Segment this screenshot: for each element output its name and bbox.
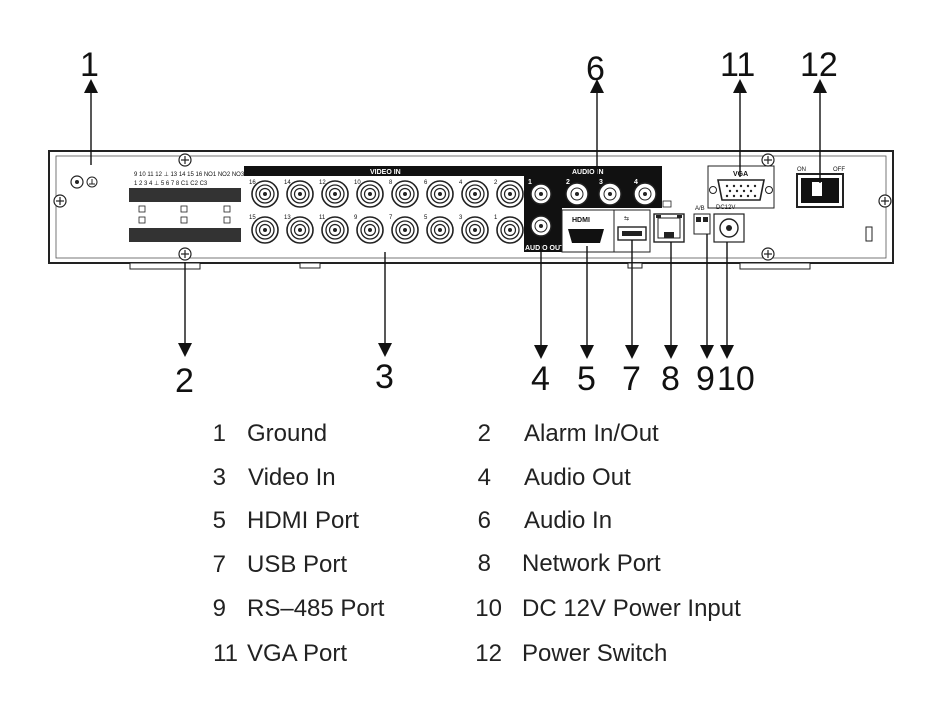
audio-in-num-4: 4 (634, 179, 638, 186)
callout-10: 10 (717, 360, 755, 398)
video-top-num-8: 2 (494, 180, 498, 186)
network-port (653, 200, 685, 243)
audio-in-label: AUDIO IN (572, 169, 604, 176)
legend-num-3: 3 (212, 464, 226, 491)
legend-num-2: 2 (477, 420, 491, 447)
legend-label-10: DC 12V Power Input (522, 595, 741, 622)
legend-label-9: RS–485 Port (247, 595, 385, 622)
callout-8: 8 (661, 360, 680, 398)
audio-in-num-1: 1 (528, 179, 532, 186)
legend-num-10: 10 (475, 595, 502, 622)
video-in-section: VIDEO IN 16 15 14 13 12 11 10 9 8 7 6 5 4 3 2 1 (244, 166, 524, 244)
alarm-top-labels: 9 10 11 12 ⊥ 13 14 15 16 NO1 NO2 NO3 (134, 171, 245, 178)
audio-section: AUDIO IN AUDIO OUT 1 2 3 4 (524, 166, 662, 252)
audio-in-jack-2 (598, 182, 622, 206)
alarm-terminal-block: 9 10 11 12 ⊥ 13 14 15 16 NO1 NO2 NO3 1 2… (129, 171, 245, 242)
legend-label-5: HDMI Port (247, 507, 360, 534)
video-bottom-num-2: 13 (284, 215, 291, 221)
audio-in-jack-1 (565, 182, 589, 206)
video-top-num-3: 12 (319, 180, 326, 186)
video-bottom-num-6: 5 (424, 215, 428, 221)
legend-num-12: 12 (475, 640, 502, 667)
callout-numbers: 1 2 3 4 5 6 7 8 9 10 11 12 (80, 46, 838, 400)
audio-in-jack-3 (633, 182, 657, 206)
legend-num-4: 4 (477, 464, 491, 491)
video-top-num-1: 16 (249, 180, 256, 186)
hdmi-label: HDMI (572, 217, 590, 224)
callout-7: 7 (622, 360, 641, 398)
legend-num-9: 9 (212, 595, 226, 622)
video-bottom-num-7: 3 (459, 215, 463, 221)
video-top-num-4: 10 (354, 180, 361, 186)
audio-in-num-2: 2 (566, 179, 570, 186)
legend-num-11: 11 (213, 640, 238, 667)
audio-out-label: AUDIO OUT (525, 245, 565, 252)
on-label: ON (797, 167, 806, 173)
video-in-numbers: 16 15 14 13 12 11 10 9 8 7 6 5 4 3 2 1 (249, 180, 498, 221)
rs485-port: A/B (693, 206, 711, 235)
video-bottom-num-4: 9 (354, 215, 358, 221)
legend-num-5: 5 (212, 507, 226, 534)
callout-4: 4 (531, 360, 550, 398)
legend-num-7: 7 (212, 551, 226, 578)
legend-label-6: Audio In (524, 507, 613, 534)
audio-out-jack-1 (530, 183, 552, 205)
video-top-num-2: 14 (284, 180, 291, 186)
callout-3: 3 (375, 358, 394, 396)
svg-text:⇆: ⇆ (624, 215, 629, 222)
audio-out-jack-2 (530, 215, 552, 237)
callout-5: 5 (577, 360, 596, 398)
callout-6: 6 (586, 50, 605, 88)
video-top-num-5: 8 (389, 180, 393, 186)
legend-label-3: Video In (248, 464, 336, 491)
legend-label-8: Network Port (522, 550, 661, 577)
callout-2: 2 (175, 362, 194, 400)
legend-label-11: VGA Port (247, 640, 348, 667)
video-in-label: VIDEO IN (370, 169, 401, 176)
video-bottom-num-1: 15 (249, 215, 256, 221)
legend-label-4: Audio Out (524, 464, 631, 491)
legend-num-1: 1 (212, 420, 226, 447)
ab-label: A/B (695, 206, 705, 212)
ground-terminal (70, 175, 98, 189)
off-label: OFF (833, 167, 845, 173)
legend-label-12: Power Switch (522, 640, 668, 667)
callout-1: 1 (80, 46, 99, 84)
legend-label-1: Ground (247, 420, 328, 447)
usb-port: ⇆ (613, 209, 651, 253)
callout-arrows (84, 79, 827, 359)
legend-label-2: Alarm In/Out (524, 420, 659, 447)
alarm-bottom-labels: 1 2 3 4 ⊥ 5 6 7 8 C1 C2 C3 (134, 180, 208, 187)
video-top-num-6: 6 (424, 180, 428, 186)
video-bottom-num-8: 1 (494, 215, 498, 221)
callout-11: 11 (720, 46, 755, 84)
legend-label-7: USB Port (247, 551, 348, 578)
callout-9: 9 (696, 360, 715, 398)
video-bottom-num-5: 7 (389, 215, 393, 221)
video-top-num-7: 4 (459, 180, 463, 186)
legend-num-6: 6 (477, 507, 491, 534)
video-bottom-num-3: 11 (319, 215, 326, 221)
audio-in-num-3: 3 (599, 179, 603, 186)
callout-12: 12 (800, 46, 838, 84)
legend-num-8: 8 (477, 550, 491, 577)
